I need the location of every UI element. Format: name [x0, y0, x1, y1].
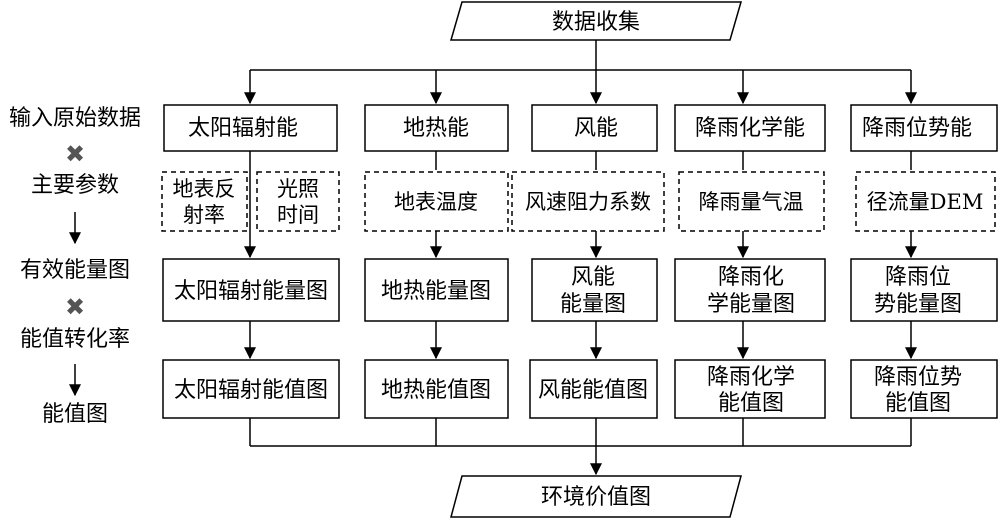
param-wind-label: 风速阻力系数: [525, 190, 651, 214]
param-albedo-line2: 射率: [183, 203, 225, 227]
param-sunshine-line1: 光照: [277, 177, 319, 201]
emergy-map-geothermal-label: 地热能值图: [381, 378, 491, 403]
param-albedo-line1: 地表反: [173, 177, 236, 201]
energy-map-solar: [162, 258, 340, 322]
energy-map-rain-pot-line2: 势能量图: [874, 292, 962, 317]
energy-map-geothermal-label: 地热能量图: [381, 279, 491, 304]
energy-map-wind: [531, 258, 658, 322]
energy-map-wind-line1: 风能: [571, 265, 615, 290]
step-input-label: 输入原始数据: [9, 106, 141, 131]
step-params-label: 主要参数: [31, 173, 119, 198]
energy-map-rain-pot: [850, 258, 998, 322]
step-conversion-label: 能值转化率: [20, 327, 130, 352]
emergy-map-solar-label: 太阳辐射能值图: [174, 378, 328, 403]
multiply-icon: ✖: [65, 293, 85, 321]
emergy-map-rain-chem: [674, 359, 826, 419]
emergy-map-rain-pot-line1: 降雨位势: [874, 365, 962, 390]
multiply-icon: ✖: [65, 140, 85, 168]
emergy-map-geothermal: [364, 359, 509, 419]
energy-map-rain-pot-line1: 降雨位: [885, 265, 951, 290]
emergy-map-rain-pot: [850, 359, 998, 419]
param-sunshine-line2: 时间: [277, 203, 319, 227]
source-box-rain-chem: [674, 104, 826, 152]
param-geothermal-label: 地表温度: [394, 190, 478, 214]
source-box-solar: [163, 104, 338, 152]
source-label-rain-pot: 降雨位势能: [862, 116, 972, 141]
data-collection-box: [450, 1, 742, 41]
energy-map-solar-label: 太阳辐射能量图: [174, 279, 328, 304]
emergy-map-solar: [162, 359, 340, 419]
emergy-map-rain-chem-line1: 降雨化学: [707, 365, 795, 390]
param-box-rain-chem: [678, 171, 825, 232]
data-collection-label: 数据收集: [552, 10, 640, 35]
source-label-solar: 太阳辐射能: [188, 116, 298, 141]
param-box-rain-pot: [855, 171, 996, 232]
energy-map-rain-chem-line1: 降雨化: [718, 265, 784, 290]
param-box-wind: [511, 171, 665, 232]
source-label-geothermal: 地热能: [403, 116, 469, 141]
energy-map-rain-chem: [674, 258, 826, 322]
env-value-box: [450, 475, 742, 518]
emergy-map-wind: [529, 359, 658, 419]
source-label-rain-chem: 降雨化学能: [695, 116, 805, 141]
param-box-geothermal: [364, 171, 509, 232]
source-label-wind: 风能: [574, 116, 618, 141]
emergy-map-rain-chem-line2: 能值图: [718, 391, 784, 416]
step-effective-label: 有效能量图: [20, 258, 130, 283]
param-box-albedo: [161, 171, 248, 232]
energy-map-wind-line2: 能量图: [560, 292, 626, 317]
emergy-map-wind-label: 风能能值图: [538, 378, 648, 403]
param-box-sunshine: [256, 171, 340, 232]
source-box-wind: [531, 104, 658, 152]
param-rain-chem-label: 降雨量气温: [699, 190, 804, 214]
source-box-rain-pot: [850, 104, 998, 152]
env-value-label: 环境价值图: [541, 485, 651, 510]
emergy-map-rain-pot-line2: 能值图: [885, 391, 951, 416]
param-rain-pot-label: 径流量DEM: [867, 190, 984, 214]
energy-map-rain-chem-line2: 学能量图: [707, 292, 795, 317]
step-emergy-label: 能值图: [42, 402, 108, 427]
